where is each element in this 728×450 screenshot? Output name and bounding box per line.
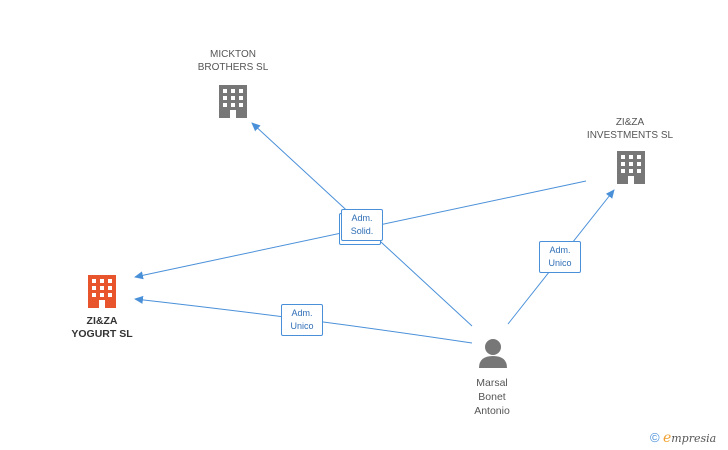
zizainv-label-line2: INVESTMENTS SL [586, 130, 674, 141]
marsal-person-icon[interactable] [479, 339, 507, 368]
zizayog-building-icon[interactable] [88, 275, 116, 308]
marsal-label-line1: Marsal [476, 377, 508, 389]
edge-label-adm-unico-yogurt[interactable]: Adm. Unico [281, 304, 323, 336]
zizainv-label: ZI&ZA INVESTMENTS SL [575, 116, 685, 142]
mickton-building-icon[interactable] [219, 85, 247, 118]
edge-label-adm-unico-yogurt-line1: Adm. [291, 308, 313, 318]
edge-label-adm-solid-line1: Adm. [351, 213, 373, 223]
zizayog-label-line1: ZI&ZA [86, 315, 118, 327]
edge-label-adm-unico-investments[interactable]: Adm. Unico [539, 241, 581, 273]
edge-label-adm-unico-investments-line1: Adm. [549, 245, 571, 255]
edge-label-adm-solid-line2: Solid. [350, 226, 374, 236]
edge-label-adm-unico-yogurt-line2: Unico [290, 321, 314, 331]
marsal-label-line2: Bonet [478, 391, 506, 403]
mickton-label: MICKTON BROTHERS SL [183, 48, 283, 74]
edge-label-adm-solid[interactable]: Adm. Solid. [341, 209, 383, 241]
empresia-logo-e: e [662, 430, 672, 446]
zizayog-label-line2: YOGURT SL [71, 328, 133, 340]
empresia-logo-text: mpresia [671, 432, 717, 445]
empresia-watermark: © empresia [650, 430, 716, 446]
mickton-label-line2: BROTHERS SL [197, 62, 269, 73]
zizayog-label: ZI&ZA YOGURT SL [52, 315, 152, 341]
zizainv-label-line1: ZI&ZA [615, 117, 645, 128]
mickton-label-line1: MICKTON [210, 49, 256, 60]
zizainv-building-icon[interactable] [617, 151, 645, 184]
marsal-label-line3: Antonio [474, 405, 510, 417]
edge-label-adm-unico-investments-line2: Unico [548, 258, 572, 268]
marsal-label: Marsal Bonet Antonio [452, 376, 532, 418]
copyright-symbol: © [650, 430, 660, 445]
